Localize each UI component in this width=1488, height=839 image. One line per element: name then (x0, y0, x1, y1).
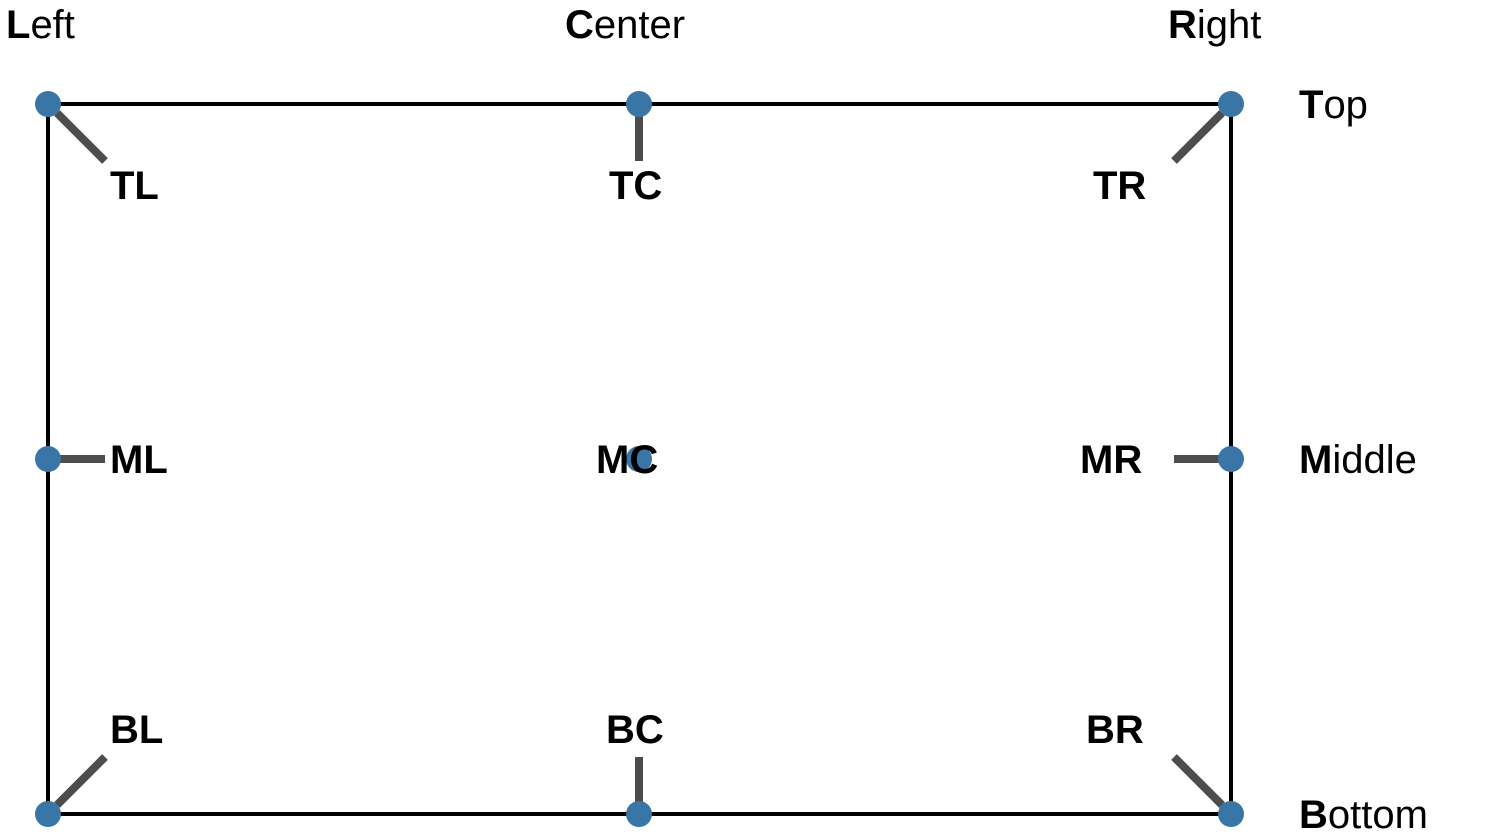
anchor-node-tc (626, 91, 652, 117)
column-header-center: Center (565, 5, 685, 45)
row-label-bottom-initial: B (1299, 793, 1328, 837)
row-label-middle-rest: iddle (1332, 438, 1417, 482)
column-header-left-initial: L (6, 3, 31, 47)
column-header-left-rest: eft (30, 3, 75, 47)
anchor-label-mr: MR (1080, 438, 1143, 482)
anchor-label-bc: BC (606, 708, 664, 752)
row-label-middle-initial: M (1299, 438, 1333, 482)
anchor-label-bl: BL (110, 708, 164, 752)
anchor-label-tc: TC (609, 164, 663, 208)
anchor-label-ml: ML (110, 438, 168, 482)
row-label-top-initial: T (1299, 83, 1324, 127)
anchor-node-ml (35, 446, 61, 472)
anchor-node-mc (626, 446, 652, 472)
anchor-label-tl: TL (110, 164, 159, 208)
row-label-bottom: Bottom (1299, 795, 1428, 835)
column-header-right: Right (1168, 5, 1261, 45)
row-label-bottom-rest: ottom (1327, 793, 1428, 837)
anchor-node-br (1218, 801, 1244, 827)
anchor-node-tr (1218, 91, 1244, 117)
leader-lines (54, 110, 1225, 808)
column-header-right-initial: R (1168, 3, 1197, 47)
anchor-nodes (35, 91, 1244, 827)
anchor-node-bc (626, 801, 652, 827)
anchor-node-bl (35, 801, 61, 827)
column-header-center-rest: enter (593, 3, 686, 47)
anchor-node-tl (35, 91, 61, 117)
anchor-label-mc: MC (596, 438, 659, 482)
column-header-center-initial: C (565, 3, 594, 47)
row-label-top: Top (1299, 85, 1368, 125)
anchor-label-br: BR (1086, 708, 1144, 752)
row-label-middle: Middle (1299, 440, 1417, 480)
anchor-node-mr (1218, 446, 1244, 472)
anchor-label-tr: TR (1093, 164, 1147, 208)
row-label-top-rest: op (1323, 83, 1368, 127)
column-header-right-rest: ight (1196, 3, 1262, 47)
column-header-left: Left (6, 5, 75, 45)
